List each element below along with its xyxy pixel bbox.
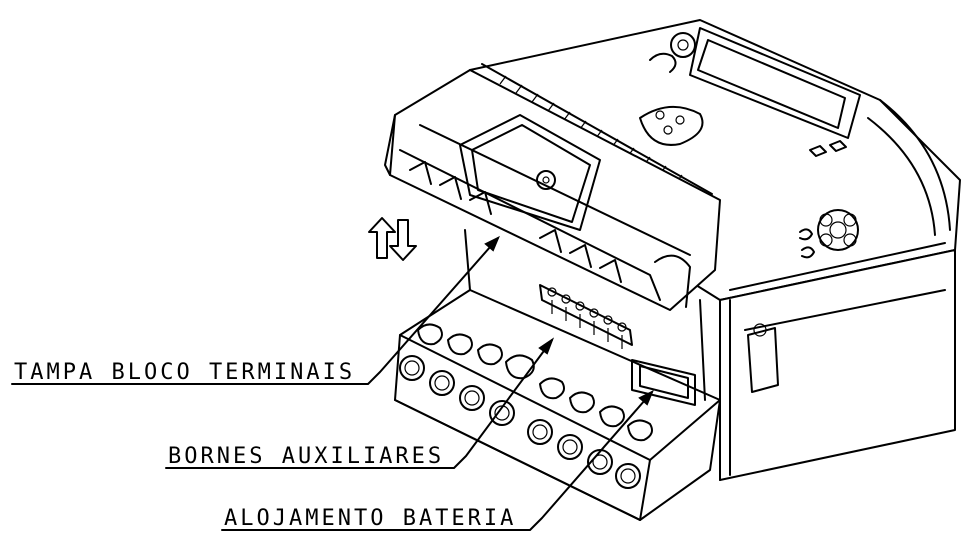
callout-label-bornes: BORNES AUXILIARES — [168, 444, 444, 469]
terminal-block-cover — [384, 69, 721, 311]
callout-tampa: TAMPA BLOCO TERMINAIS — [11, 235, 500, 385]
battery-compartment — [631, 359, 696, 406]
callout-alojamento: ALOJAMENTO BATERIA — [221, 389, 654, 531]
terminal-screws-row — [399, 355, 641, 489]
callout-bornes: BORNES AUXILIARES — [165, 337, 555, 469]
logo-emblem — [799, 209, 859, 259]
terminal-block-base — [394, 229, 721, 521]
terminal-clamps — [417, 323, 653, 442]
callout-label-tampa: TAMPA BLOCO TERMINAIS — [14, 360, 355, 385]
callout-label-alojamento: ALOJAMENTO BATERIA — [224, 506, 516, 531]
up-down-arrows-icon — [368, 217, 417, 261]
meter-housing — [469, 19, 961, 481]
auxiliary-terminals — [539, 284, 633, 349]
